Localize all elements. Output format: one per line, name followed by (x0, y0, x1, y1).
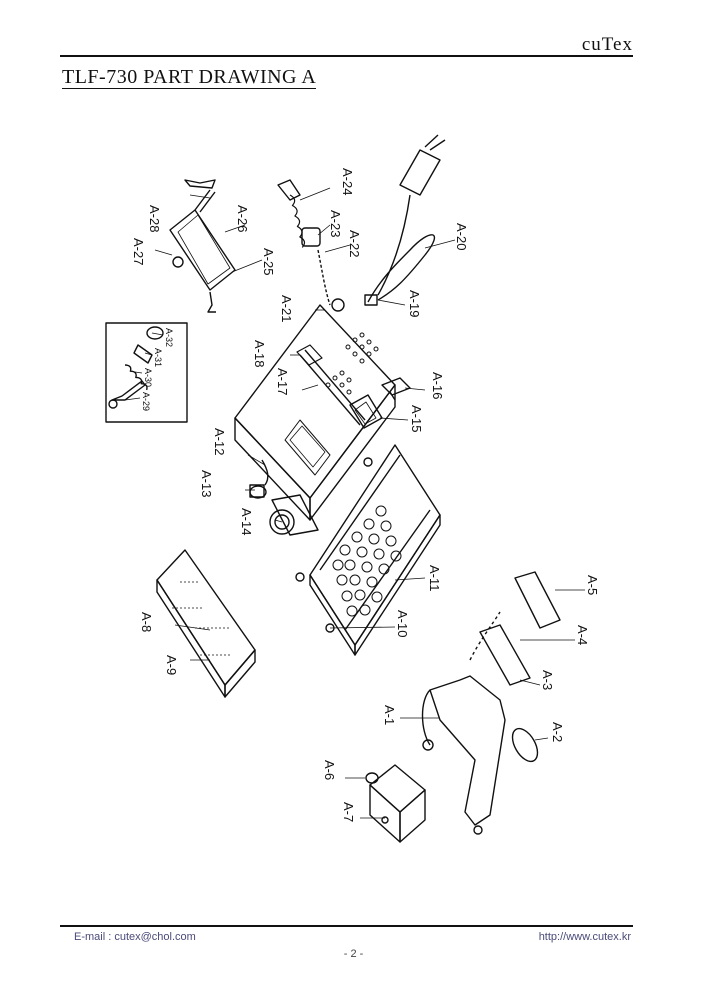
callout-a9: A-9 (164, 655, 179, 675)
callout-a23: A-23 (328, 210, 343, 237)
callout-a19: A-19 (407, 290, 422, 317)
callout-a11: A-11 (427, 565, 442, 592)
callout-a3: A-3 (540, 670, 555, 690)
callout-a17: A-17 (275, 368, 290, 395)
callout-a18: A-18 (252, 340, 267, 367)
callout-a13: A-13 (199, 470, 214, 497)
callout-a21: A-21 (279, 295, 294, 322)
callout-a16: A-16 (430, 372, 445, 399)
page-title: TLF-730 PART DRAWING A (62, 66, 317, 89)
footer-rule (60, 925, 633, 927)
callout-a25: A-25 (261, 248, 276, 275)
callout-a6: A-6 (322, 760, 337, 780)
callout-a31: A-31 (153, 348, 163, 367)
base-plate (156, 549, 256, 698)
callout-a4: A-4 (575, 625, 590, 645)
callout-a5: A-5 (585, 575, 600, 595)
header-rule (60, 55, 633, 57)
callout-a26: A-26 (235, 205, 250, 232)
lever-arm-assembly (421, 571, 561, 835)
callout-a20: A-20 (454, 223, 469, 250)
front-components (249, 459, 319, 536)
callout-a27: A-27 (131, 238, 146, 265)
power-cord (364, 134, 446, 306)
footer-url: http://www.cutex.kr (538, 931, 631, 943)
spring-assembly (277, 179, 345, 312)
clamp-assembly (169, 179, 236, 313)
callout-a14: A-14 (239, 508, 254, 535)
heater-block (365, 764, 426, 843)
right-components (349, 377, 411, 429)
callout-a32: A-32 (164, 328, 174, 347)
callout-a15: A-15 (409, 405, 424, 432)
callout-a30: A-30 (143, 368, 153, 387)
callout-a2: A-2 (550, 722, 565, 742)
callout-a29: A-29 (141, 392, 151, 411)
callout-a10: A-10 (395, 610, 410, 637)
footer-email: E-mail : cutex@chol.com (74, 931, 196, 943)
detail-inset (105, 322, 188, 423)
callout-a1: A-1 (382, 705, 397, 725)
callout-a22: A-22 (347, 230, 362, 257)
callout-a12: A-12 (212, 428, 227, 455)
main-housing (234, 304, 396, 521)
callout-a7: A-7 (341, 802, 356, 822)
callout-a28: A-28 (147, 205, 162, 232)
brand-logo: cuTex (581, 34, 633, 55)
callout-a24: A-24 (340, 168, 355, 195)
callout-a8: A-8 (139, 612, 154, 632)
perforated-plate (295, 444, 441, 656)
page-number: - 2 - (343, 948, 364, 960)
